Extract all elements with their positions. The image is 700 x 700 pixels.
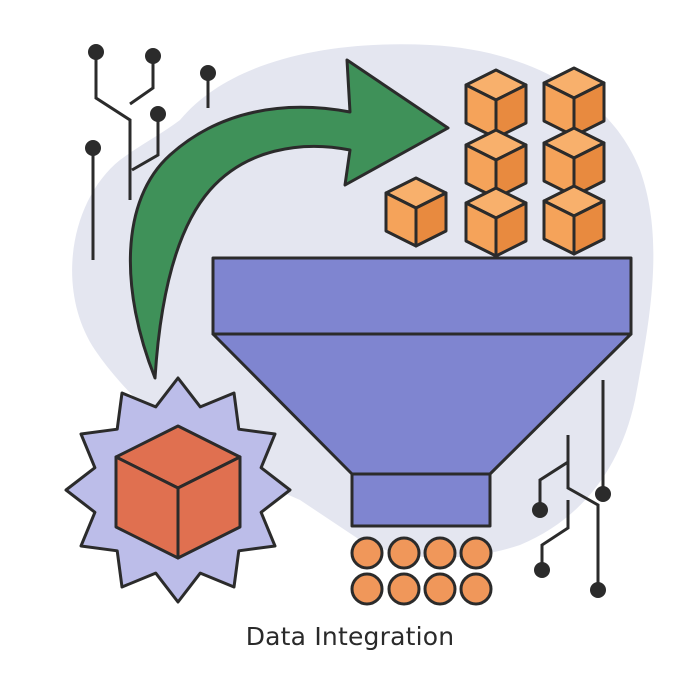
funnel-icon — [211, 256, 633, 528]
output-dot — [459, 536, 493, 570]
small-cube-icon — [464, 186, 528, 258]
circuit-lines-top-left — [91, 54, 210, 260]
cube-icon — [114, 424, 242, 560]
output-dots — [350, 536, 493, 606]
small-cube-icon — [464, 128, 528, 200]
small-cube-icon — [464, 68, 528, 140]
funnel-rim — [211, 256, 633, 336]
output-dot — [350, 572, 384, 606]
curved-arrow-icon — [128, 58, 450, 380]
output-dot — [423, 536, 457, 570]
cube-right-face — [494, 201, 528, 258]
small-cube-icon — [542, 66, 606, 138]
output-dot — [350, 536, 384, 570]
cube-right-face — [494, 143, 528, 200]
small-cube-icon — [542, 126, 606, 198]
cube-right-face — [414, 191, 448, 248]
small-cube-icon — [384, 176, 448, 248]
circuit-nodes-top-left — [85, 44, 216, 156]
cube-right-face — [572, 81, 606, 138]
output-dot — [387, 572, 421, 606]
funnel-spout — [350, 472, 492, 528]
caption-title: Data Integration — [245, 622, 455, 651]
cube-stack — [384, 66, 606, 258]
small-cube-icon — [542, 184, 606, 256]
output-dot — [387, 536, 421, 570]
circuit-nodes-bottom-right — [532, 486, 611, 598]
cube-right-face — [176, 455, 242, 560]
cube-right-face — [572, 141, 606, 198]
core-cube-shape — [114, 424, 242, 560]
output-dot — [459, 572, 493, 606]
cube-right-face — [572, 199, 606, 256]
output-dot — [423, 572, 457, 606]
circuit-lines-bottom-right — [538, 380, 605, 590]
cube-right-face — [494, 83, 528, 140]
